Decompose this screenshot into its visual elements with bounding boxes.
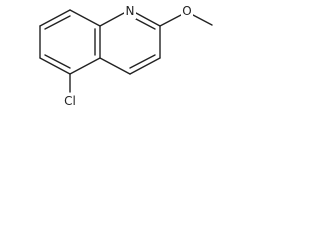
double-bond-c6-c5-inner — [44, 54, 71, 69]
atom-n: N — [124, 3, 136, 19]
pyridine-ring — [99, 12, 161, 75]
nitrogen-label: N — [126, 4, 135, 18]
atom-cl: Cl — [59, 93, 81, 109]
bond-c8a-n1 — [99, 12, 125, 27]
bond-c3-c4 — [129, 57, 161, 75]
benzo-ring — [39, 9, 101, 75]
bond-c5-c4a — [69, 57, 101, 75]
chemical-structure-diagram: N O Cl — [39, 3, 213, 109]
double-bond-n1-c2-inner — [135, 18, 156, 30]
atom-o: O — [181, 3, 193, 19]
bond-c8a-c8 — [69, 9, 101, 27]
bond-c2-o — [159, 14, 182, 27]
double-bond-c3-c4-inner — [129, 54, 156, 69]
bond-c8-c7 — [39, 9, 71, 27]
double-bond-c8-c7-inner — [44, 15, 71, 30]
oxygen-label: O — [182, 4, 191, 18]
bond-n1-c2 — [135, 12, 161, 27]
bond-c4-c4a — [99, 57, 131, 75]
chlorine-label: Cl — [64, 94, 76, 108]
bond-o-methyl — [192, 14, 213, 26]
bond-c6-c5 — [39, 57, 71, 75]
